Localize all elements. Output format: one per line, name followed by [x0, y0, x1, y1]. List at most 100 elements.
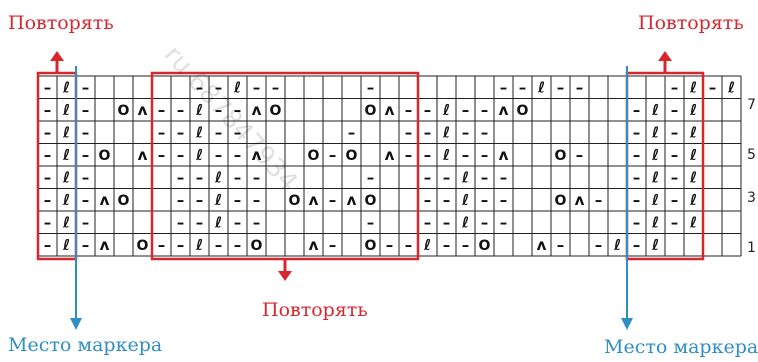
twisted-knit-symbol: ℓ — [62, 78, 70, 96]
yarn-over-symbol: O — [118, 103, 130, 119]
twisted-knit-symbol: ℓ — [461, 191, 469, 209]
purl-symbol: – — [481, 101, 489, 119]
twisted-knit-symbol: ℓ — [214, 168, 222, 186]
purl-symbol: – — [44, 78, 52, 96]
purl-symbol: – — [481, 213, 489, 231]
repeat-label-top-right: Повторять — [638, 12, 744, 34]
purl-symbol: – — [44, 191, 52, 209]
row-number-7: 7 — [747, 97, 756, 113]
decrease-symbol: ʌ — [100, 236, 110, 254]
purl-symbol: – — [386, 236, 394, 254]
twisted-knit-symbol: ℓ — [651, 123, 659, 141]
yarn-over-symbol: O — [479, 238, 491, 254]
twisted-knit-symbol: ℓ — [62, 168, 70, 186]
marker-label-left: Место маркера — [8, 334, 163, 356]
yarn-over-symbol: O — [289, 193, 301, 209]
repeat-label-bottom: Повторять — [262, 299, 368, 321]
purl-symbol: – — [576, 78, 584, 96]
purl-symbol: – — [443, 236, 451, 254]
purl-symbol: – — [405, 101, 413, 119]
purl-symbol: – — [44, 146, 52, 164]
yarn-over-symbol: O — [365, 103, 377, 119]
chart-overlays — [36, 51, 705, 330]
purl-symbol: – — [557, 78, 565, 96]
twisted-knit-symbol: ℓ — [423, 236, 431, 254]
purl-symbol: – — [367, 213, 375, 231]
row-number-1: 1 — [747, 240, 756, 256]
purl-symbol: – — [234, 191, 242, 209]
purl-symbol: – — [367, 168, 375, 186]
purl-symbol: – — [215, 123, 223, 141]
purl-symbol: – — [462, 123, 470, 141]
purl-symbol: – — [44, 168, 52, 186]
purl-symbol: – — [82, 213, 90, 231]
purl-symbol: – — [500, 168, 508, 186]
twisted-knit-symbol: ℓ — [442, 101, 450, 119]
twisted-knit-symbol: ℓ — [727, 78, 735, 96]
purl-symbol: – — [82, 168, 90, 186]
purl-symbol: – — [633, 123, 641, 141]
purl-symbol: – — [481, 168, 489, 186]
purl-symbol: – — [196, 78, 204, 96]
repeat-arrow-bottom-head — [278, 271, 292, 281]
purl-symbol: – — [196, 191, 204, 209]
yarn-over-symbol: O — [346, 148, 358, 164]
twisted-knit-symbol: ℓ — [195, 146, 203, 164]
purl-symbol: – — [519, 78, 527, 96]
purl-symbol: – — [215, 236, 223, 254]
twisted-knit-symbol: ℓ — [461, 213, 469, 231]
twisted-knit-symbol: ℓ — [62, 236, 70, 254]
twisted-knit-symbol: ℓ — [651, 101, 659, 119]
twisted-knit-symbol: ℓ — [233, 78, 241, 96]
purl-symbol: – — [405, 236, 413, 254]
purl-symbol: – — [671, 101, 679, 119]
row-number-3: 3 — [747, 190, 756, 206]
purl-symbol: – — [82, 146, 90, 164]
purl-symbol: – — [576, 146, 584, 164]
marker-left-head — [70, 318, 82, 330]
twisted-knit-symbol: ℓ — [442, 123, 450, 141]
purl-symbol: – — [462, 101, 470, 119]
repeat-arrow-left-head — [50, 51, 64, 61]
purl-symbol: – — [82, 78, 90, 96]
twisted-knit-symbol: ℓ — [195, 123, 203, 141]
twisted-knit-symbol: ℓ — [214, 191, 222, 209]
twisted-knit-symbol: ℓ — [651, 236, 659, 254]
purl-symbol: – — [196, 213, 204, 231]
purl-symbol: – — [462, 236, 470, 254]
purl-symbol: – — [215, 101, 223, 119]
purl-symbol: – — [424, 101, 432, 119]
twisted-knit-symbol: ℓ — [651, 213, 659, 231]
twisted-knit-symbol: ℓ — [461, 168, 469, 186]
decrease-symbol: ʌ — [385, 146, 395, 164]
purl-symbol: – — [424, 213, 432, 231]
repeat-label-top-left: Повторять — [8, 12, 114, 34]
purl-symbol: – — [215, 78, 223, 96]
purl-symbol: – — [443, 191, 451, 209]
purl-symbol: – — [329, 191, 337, 209]
purl-symbol: – — [44, 101, 52, 119]
decrease-symbol: ʌ — [309, 236, 319, 254]
purl-symbol: – — [234, 146, 242, 164]
purl-symbol: – — [671, 78, 679, 96]
purl-symbol: – — [424, 168, 432, 186]
purl-symbol: – — [348, 123, 356, 141]
yarn-over-symbol: O — [555, 148, 567, 164]
purl-symbol: – — [424, 191, 432, 209]
row-number-5: 5 — [747, 147, 756, 163]
purl-symbol: – — [44, 123, 52, 141]
purl-symbol: – — [481, 146, 489, 164]
purl-symbol: – — [709, 78, 717, 96]
purl-symbol: – — [481, 123, 489, 141]
purl-symbol: – — [234, 236, 242, 254]
twisted-knit-symbol: ℓ — [62, 123, 70, 141]
purl-symbol: – — [405, 123, 413, 141]
purl-symbol: – — [158, 101, 166, 119]
purl-symbol: – — [177, 191, 185, 209]
decrease-symbol: ʌ — [309, 191, 319, 209]
decrease-symbol: ʌ — [385, 101, 395, 119]
decrease-symbol: ʌ — [138, 101, 148, 119]
purl-symbol: – — [595, 236, 603, 254]
purl-symbol: – — [633, 213, 641, 231]
decrease-symbol: ʌ — [499, 146, 509, 164]
